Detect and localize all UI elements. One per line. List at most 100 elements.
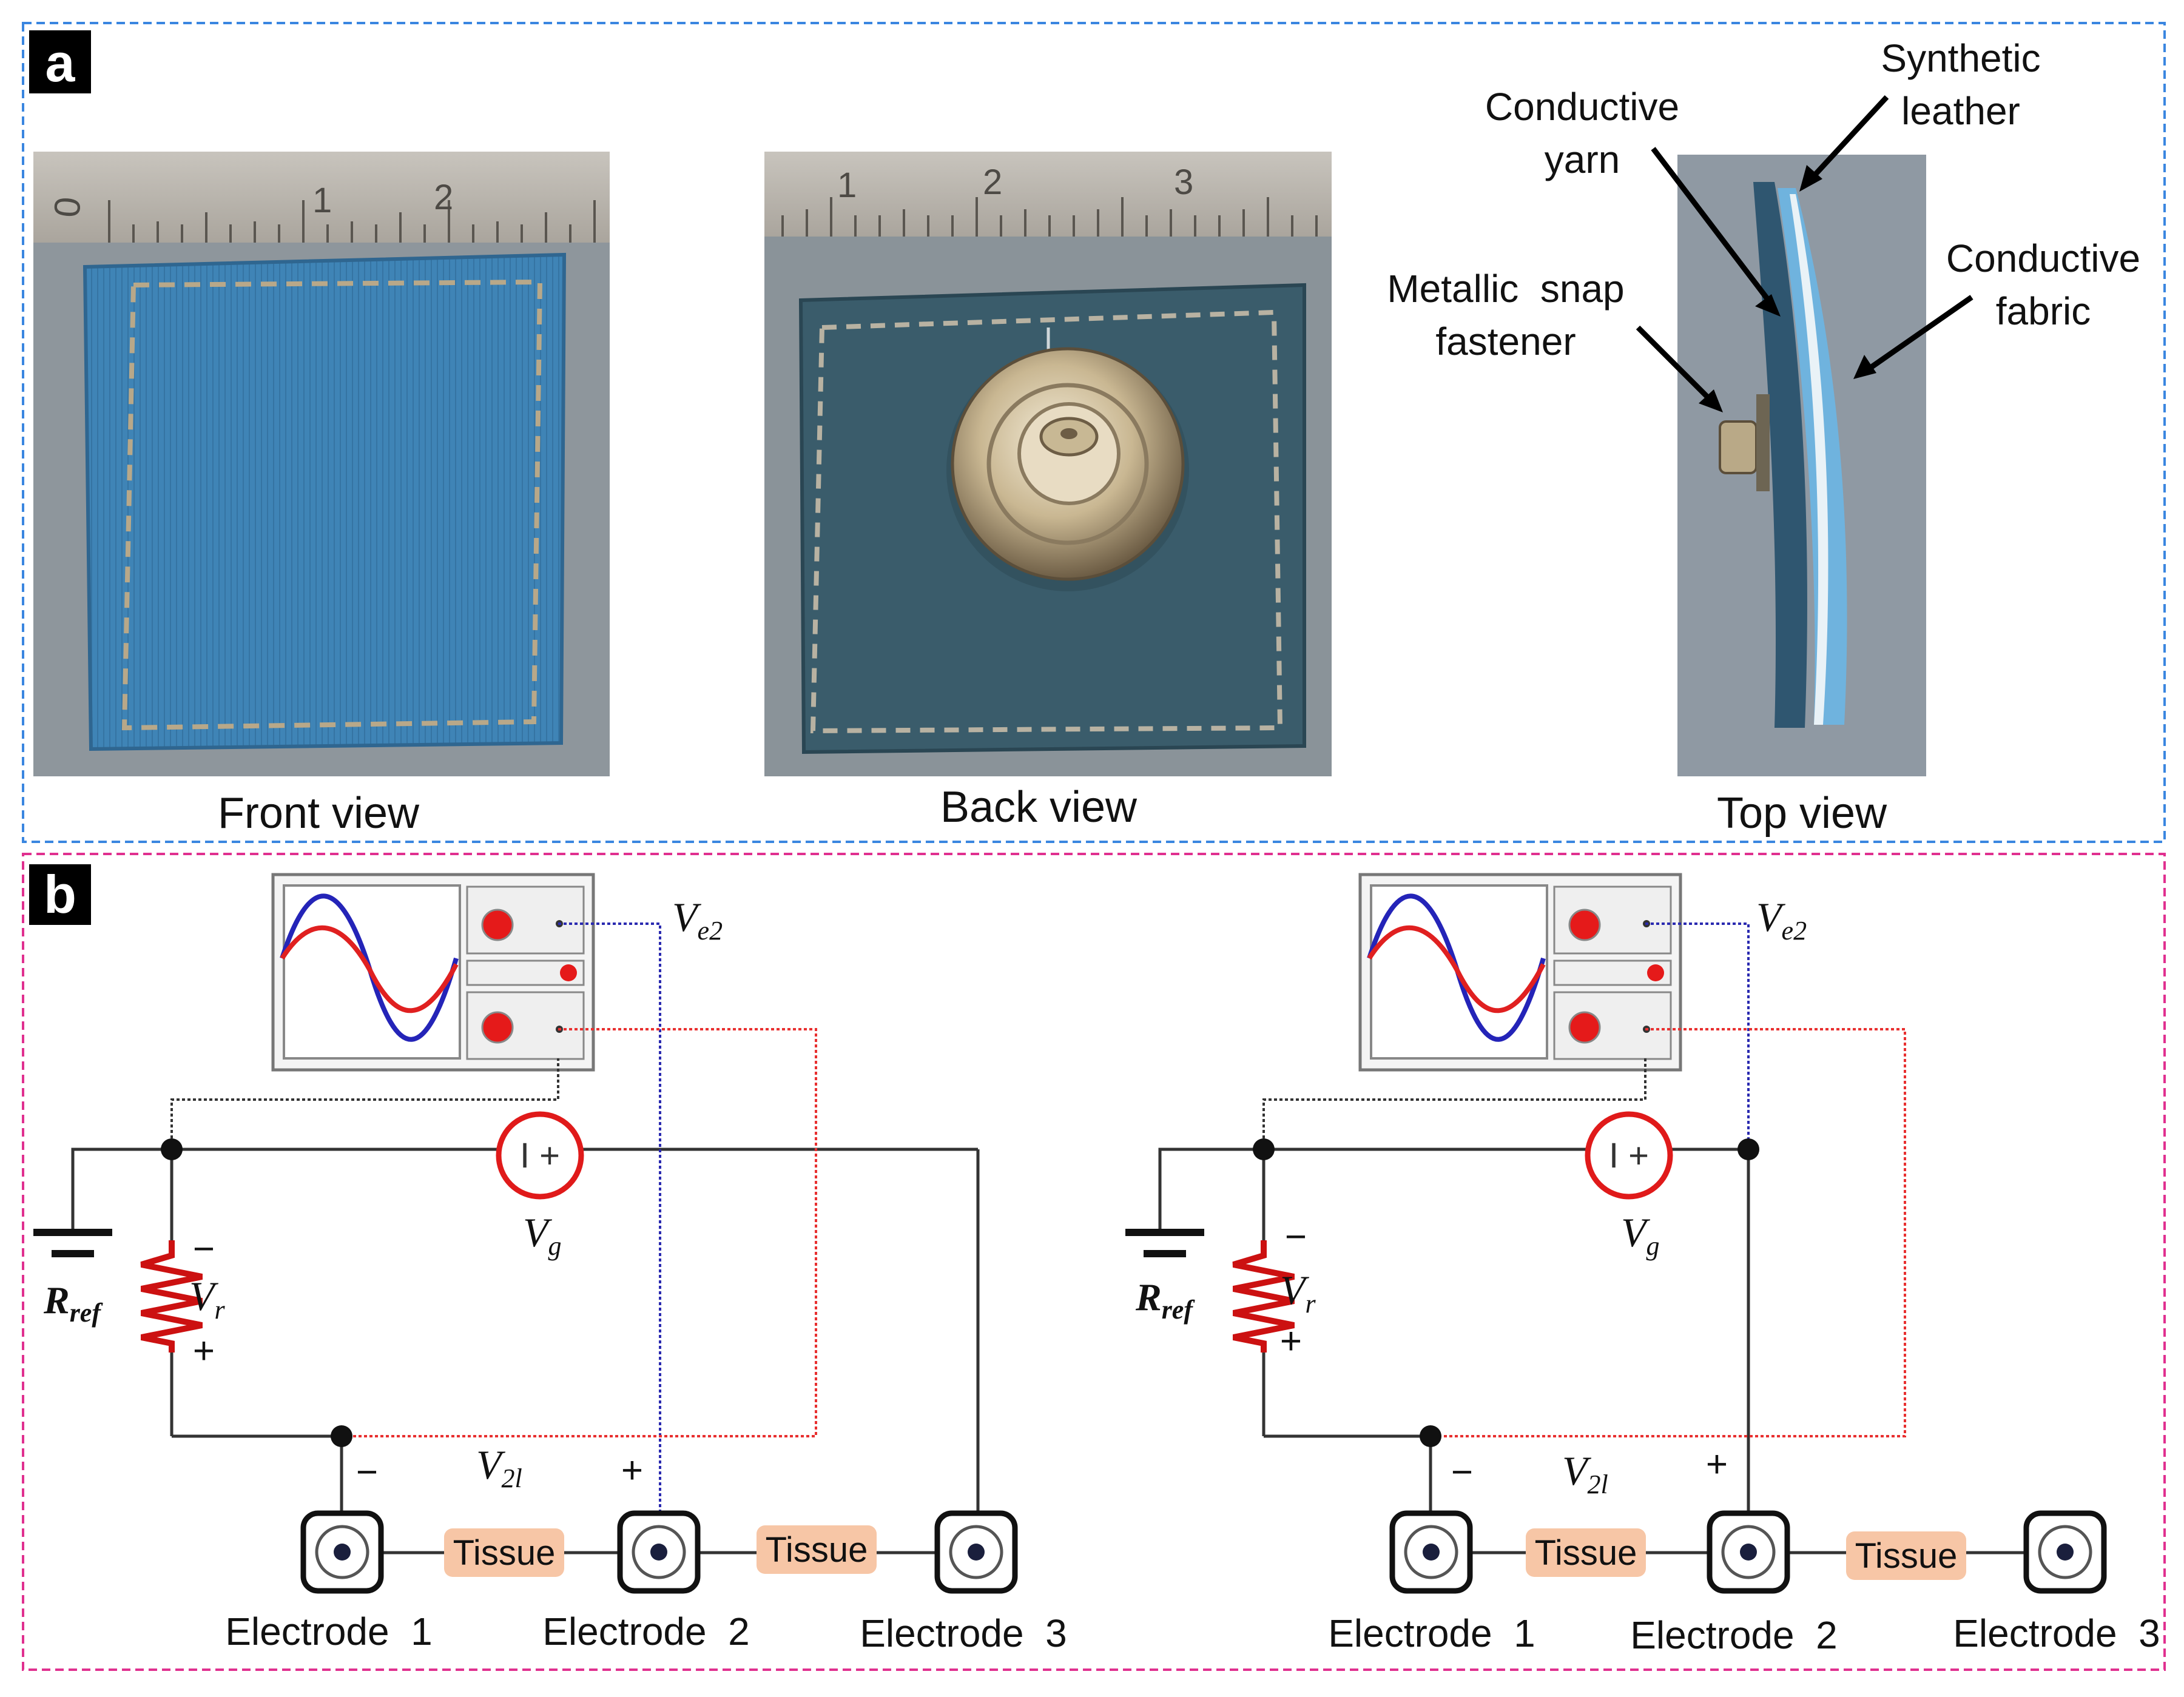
electrode-1-label-left: Electrode 1 — [225, 1610, 433, 1653]
voltage-source-right: I + — [1585, 1111, 1673, 1200]
vr-minus-right: − — [1285, 1216, 1307, 1258]
panel-b-letter-box — [29, 864, 91, 925]
tissue-label-1-right: Tissue — [1535, 1533, 1637, 1573]
red-probe-wire-left — [342, 1028, 817, 1437]
label-conductive-yarn-2: yarn — [1545, 138, 1620, 181]
electrode-3-right — [2023, 1510, 2107, 1594]
back-stitching — [810, 309, 1283, 734]
electrode-2-label-left: Electrode 2 — [542, 1610, 750, 1653]
top-view-caption: Top view — [1717, 789, 1887, 838]
e2-plus-left: + — [621, 1450, 643, 1491]
node-top-left — [161, 1138, 183, 1160]
scope-ground-wire-left — [170, 1058, 559, 1149]
tissue-box-1-right — [1526, 1528, 1646, 1577]
back-ruler — [764, 152, 1332, 237]
label-ve2-left: Ve2 — [672, 894, 723, 946]
label-v21-left: V2l — [476, 1442, 522, 1493]
top-fabric-layer — [1778, 188, 1847, 725]
electrode-3-left — [934, 1510, 1018, 1594]
electrode-1-left — [300, 1510, 384, 1594]
panel-b-border — [22, 853, 2166, 1671]
label-synthetic-leather-2: leather — [1901, 89, 2020, 133]
label-rref-right: Rref — [1135, 1275, 1195, 1325]
callout-arrows — [1636, 95, 1973, 412]
blue-probe-wire-left — [558, 922, 661, 1519]
e1-minus-right: − — [1451, 1451, 1473, 1493]
top-view-photo — [1677, 155, 1926, 776]
label-rref-left: Rref — [43, 1279, 103, 1328]
label-conductive-yarn-1: Conductive — [1485, 85, 1679, 129]
front-ruler-ticks — [108, 200, 596, 243]
tissue-box-1-left — [444, 1528, 564, 1577]
tissue-label-2-left: Tissue — [766, 1530, 868, 1570]
front-ruler-label-2: 2 — [434, 178, 453, 217]
tissue-box-2-left — [757, 1525, 877, 1574]
front-stitching — [121, 279, 543, 731]
back-ruler-ticks — [781, 197, 1318, 237]
label-metallic-snap-1: Metallic snap — [1387, 267, 1624, 311]
panel-b: b — [22, 853, 2166, 1671]
scope-ground-wire-right — [1262, 1058, 1646, 1149]
label-conductive-fabric-2: fabric — [1996, 289, 2091, 333]
metallic-snap — [946, 347, 1189, 591]
electrode-2-right — [1707, 1510, 1790, 1594]
red-probe-wire-right — [1431, 1028, 1906, 1437]
svg-text:I +: I + — [520, 1136, 560, 1175]
electrode-2-left — [617, 1510, 701, 1594]
resistor-rref-left — [140, 1240, 203, 1353]
electrode-3-label-left: Electrode 3 — [860, 1611, 1067, 1655]
panel-b-letter: b — [44, 864, 76, 924]
label-synthetic-leather-1: Synthetic — [1881, 36, 2040, 80]
back-ruler-label-1: 1 — [837, 166, 857, 205]
resistor-rref-right — [1232, 1240, 1295, 1353]
label-vg-right: Vg — [1621, 1209, 1660, 1261]
vr-minus-left: − — [193, 1228, 215, 1270]
tissue-box-2-right — [1846, 1531, 1966, 1580]
electrode-1-label-right: Electrode 1 — [1328, 1611, 1535, 1655]
panel-a-letter: a — [46, 33, 76, 93]
vr-plus-left: + — [193, 1330, 215, 1372]
e1-minus-left: − — [356, 1451, 378, 1493]
scope-red-wave-right — [1367, 925, 1546, 1013]
ground-symbol-left — [33, 1149, 112, 1257]
back-view-photo: 1 2 3 — [764, 152, 1332, 776]
front-view-caption: Front view — [218, 789, 420, 838]
top-white-layer — [1790, 194, 1828, 725]
front-view-photo: 0 1 2 — [33, 152, 610, 776]
electrode-3-label-right: Electrode 3 — [1953, 1611, 2160, 1655]
back-ruler-label-2: 2 — [983, 163, 1002, 202]
node-bottom-left — [331, 1425, 352, 1447]
oscilloscope-left — [271, 873, 595, 1072]
tissue-label-1-left: Tissue — [453, 1533, 556, 1573]
front-ruler — [33, 152, 610, 243]
label-metallic-snap-2: fastener — [1435, 320, 1576, 363]
label-ve2-right: Ve2 — [1756, 894, 1807, 946]
callout-labels: Conductive yarn Synthetic leather Conduc… — [1387, 36, 2140, 412]
tissue-label-2-right: Tissue — [1855, 1536, 1958, 1576]
vr-plus-right: + — [1280, 1320, 1302, 1362]
voltage-source-left: I + — [496, 1111, 584, 1200]
node-bottom-right — [1420, 1425, 1441, 1447]
front-fabric-patch — [83, 252, 567, 751]
label-vg-left: Vg — [523, 1209, 562, 1261]
node-top-right-right — [1737, 1138, 1759, 1160]
label-v21-right: V2l — [1562, 1448, 1608, 1499]
blue-probe-wire-right — [1645, 922, 1750, 1149]
panel-a-border — [22, 22, 2166, 843]
back-ruler-label-3: 3 — [1174, 163, 1193, 202]
top-snap-side — [1719, 420, 1758, 474]
front-ruler-label-1: 1 — [312, 181, 332, 220]
top-leather-layer — [1753, 182, 1807, 728]
back-view-caption: Back view — [940, 783, 1138, 832]
oscilloscope-right — [1358, 873, 1682, 1072]
label-vr-right: Vr — [1280, 1267, 1316, 1319]
node-top-left-right — [1253, 1138, 1275, 1160]
label-conductive-fabric-1: Conductive — [1946, 237, 2140, 280]
scope-red-wave-left — [280, 925, 459, 1013]
e2-plus-right: + — [1706, 1443, 1728, 1485]
circuit-right: I + Ve2 Vg Vr Rref V2l − + − + — [1125, 873, 2160, 1657]
svg-text:I +: I + — [1609, 1136, 1649, 1175]
label-vr-left: Vr — [189, 1273, 226, 1325]
electrode-1-right — [1389, 1510, 1473, 1594]
